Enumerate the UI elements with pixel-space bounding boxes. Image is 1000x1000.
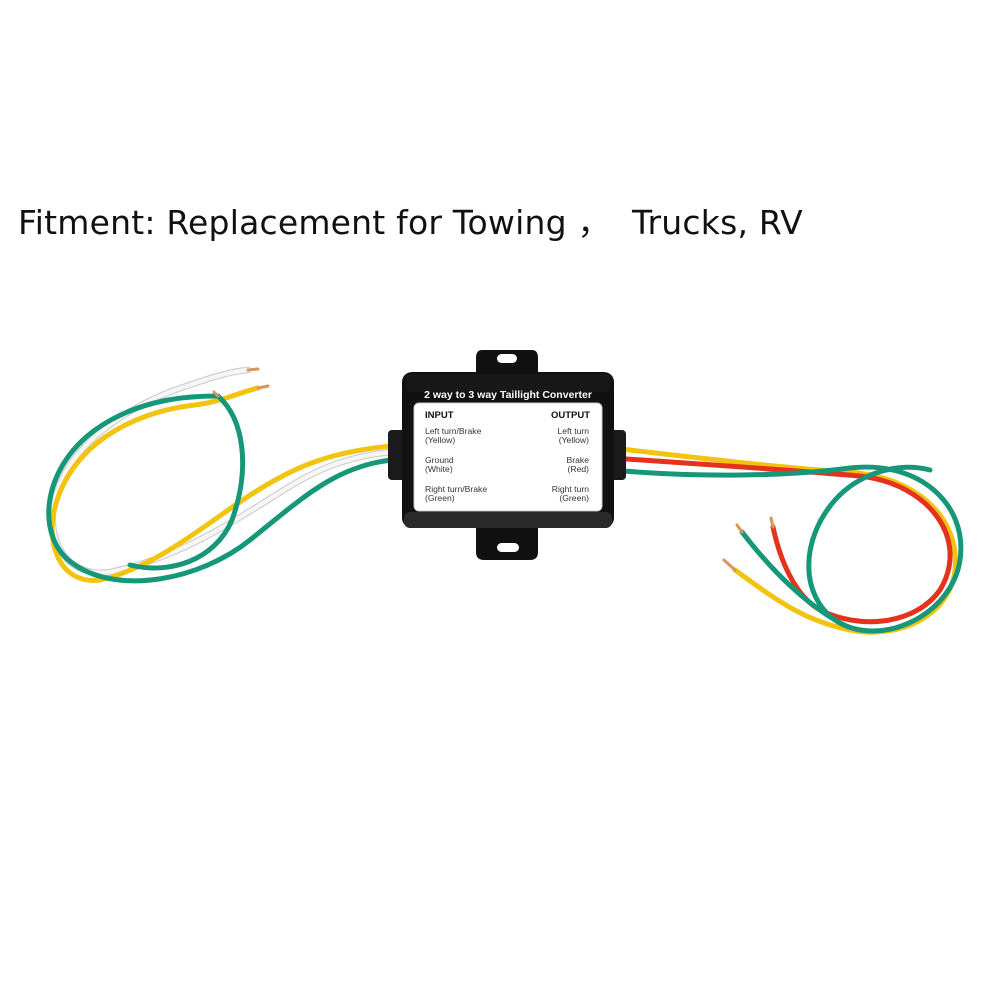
- input-row-1-line2: (Yellow): [425, 435, 455, 445]
- top-mounting-tab: [476, 350, 538, 378]
- fitment-caption: Fitment: Replacement for Towing ， Trucks…: [18, 203, 803, 242]
- input-row-2-line1: Ground: [425, 455, 454, 465]
- green-wire: [46, 393, 395, 584]
- top-mounting-hole: [497, 354, 517, 363]
- output-header: OUTPUT: [551, 410, 590, 421]
- input-row-3-line1: Right turn/Brake: [425, 484, 487, 494]
- output-row-2-line2: (Red): [568, 464, 590, 474]
- input-row-3-line2: (Green): [425, 493, 455, 503]
- output-row-3-line1: Right turn: [552, 484, 589, 494]
- bottom-mounting-hole: [497, 543, 519, 552]
- input-row-2-line2: (White): [425, 464, 453, 474]
- output-row-3-line2: (Green): [559, 493, 589, 503]
- input-wires: [46, 366, 396, 584]
- yellow-wire: [49, 385, 395, 583]
- output-yellow-wire: [609, 445, 958, 635]
- converter-title: 2 way to 3 way Taillight Converter: [424, 389, 592, 401]
- output-row-1-line1: Left turn: [557, 426, 589, 436]
- input-grommet: [388, 430, 406, 480]
- label-card: [413, 402, 603, 512]
- input-header: INPUT: [425, 410, 454, 421]
- output-row-2-line1: Brake: [567, 455, 590, 465]
- output-wires: [609, 445, 964, 635]
- output-row-1-line2: (Yellow): [559, 435, 589, 445]
- converter-box: 2 way to 3 way Taillight Converter INPUT…: [388, 350, 626, 560]
- bottom-mounting-tab: [476, 520, 538, 560]
- input-row-1-line1: Left turn/Brake: [425, 426, 482, 436]
- output-green-wire: [609, 464, 964, 634]
